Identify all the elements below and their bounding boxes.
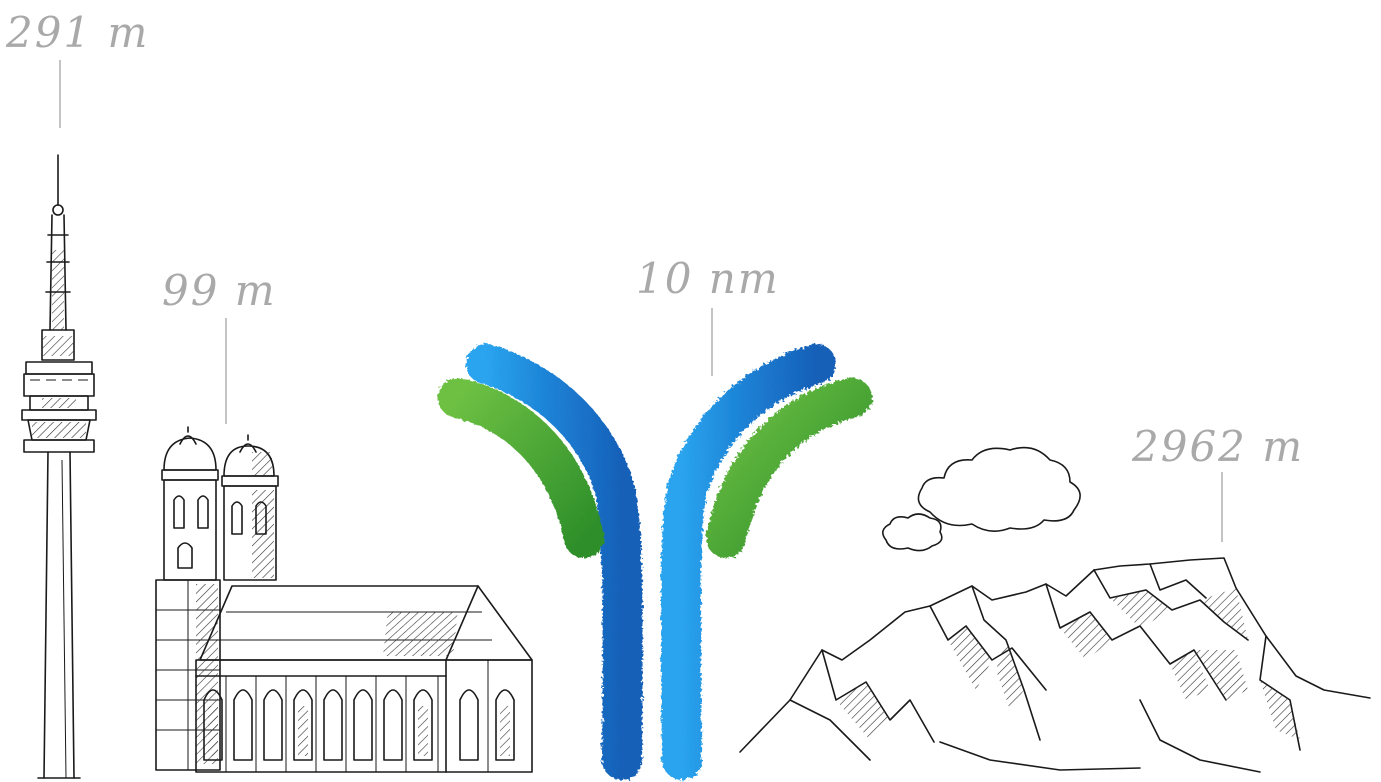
tv-tower-sketch-icon	[22, 155, 96, 778]
cloud-sketch-icon	[883, 448, 1080, 551]
tower-height-label: 291 m	[6, 12, 149, 54]
antibody-size-label: 10 nm	[636, 258, 780, 300]
cathedral-sketch-icon	[156, 427, 532, 772]
church-height-label: 99 m	[162, 270, 277, 312]
mountain-height-label: 2962 m	[1132, 426, 1304, 468]
mountain-sketch-icon	[740, 558, 1370, 772]
